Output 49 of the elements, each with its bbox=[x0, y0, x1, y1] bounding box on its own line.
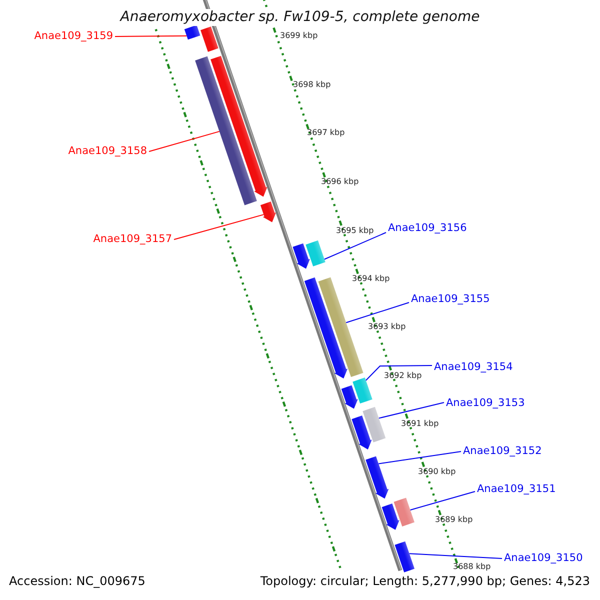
gene-label: Anae109_3154 bbox=[434, 361, 513, 374]
tick-label: 3694 kbp bbox=[352, 274, 390, 284]
tick-label: 3698 kbp bbox=[293, 80, 331, 90]
gene-label: Anae109_3152 bbox=[463, 445, 542, 458]
gene-feature bbox=[352, 416, 372, 450]
gene-label: Anae109_3158 bbox=[68, 145, 147, 158]
gene-label: Anae109_3150 bbox=[504, 552, 583, 565]
tick-label: 3690 kbp bbox=[418, 467, 456, 477]
tick-label: 3695 kbp bbox=[336, 226, 374, 236]
gene-label: Anae109_3156 bbox=[388, 222, 467, 235]
leader-line bbox=[365, 365, 432, 381]
gene-feature bbox=[394, 498, 414, 527]
gene-feature bbox=[382, 504, 400, 530]
leader-line bbox=[114, 35, 188, 37]
leader-line bbox=[324, 232, 386, 260]
tick-label: 3692 kbp bbox=[384, 371, 422, 381]
gene-label: Anae109_3151 bbox=[477, 483, 556, 496]
leader-line bbox=[378, 451, 462, 464]
gene-label: Anae109_3155 bbox=[411, 293, 490, 306]
footer-text: Accession: NC_009675 bbox=[8, 574, 146, 589]
leader-line bbox=[174, 214, 264, 240]
leader-line bbox=[408, 553, 502, 559]
gene-feature bbox=[362, 406, 386, 442]
tick-label: 3696 kbp bbox=[321, 177, 359, 187]
gene-feature bbox=[200, 26, 218, 52]
gene-label: Anae109_3157 bbox=[93, 233, 172, 246]
gene-feature bbox=[195, 56, 257, 206]
gene-feature bbox=[366, 456, 389, 499]
footer-text: Topology: circular; Length: 5,277,990 bp; Genes: 4,523 bbox=[259, 574, 591, 589]
gene-feature bbox=[292, 243, 310, 269]
gene-feature bbox=[341, 385, 358, 409]
tick-label: 3688 kbp bbox=[453, 562, 491, 572]
tick-label: 3691 kbp bbox=[401, 419, 439, 429]
gene-feature bbox=[210, 56, 268, 197]
tick-label: 3697 kbp bbox=[307, 128, 345, 138]
gene-feature bbox=[260, 202, 276, 222]
title: Anaeromyxobacter sp. Fw109-5, complete genome bbox=[118, 9, 482, 26]
gene-label: Anae109_3159 bbox=[34, 30, 113, 43]
leader-line bbox=[410, 491, 476, 510]
leader-line bbox=[346, 302, 410, 324]
gene-label: Anae109_3153 bbox=[446, 397, 525, 410]
gene-feature bbox=[394, 541, 415, 572]
tick-label: 3689 kbp bbox=[435, 515, 473, 525]
tick-label: 3693 kbp bbox=[368, 322, 406, 332]
leader-line bbox=[148, 130, 220, 152]
gene-feature bbox=[352, 378, 372, 404]
gene-feature bbox=[304, 277, 348, 379]
tick-label: 3699 kbp bbox=[280, 31, 318, 41]
gene-feature bbox=[306, 240, 326, 266]
